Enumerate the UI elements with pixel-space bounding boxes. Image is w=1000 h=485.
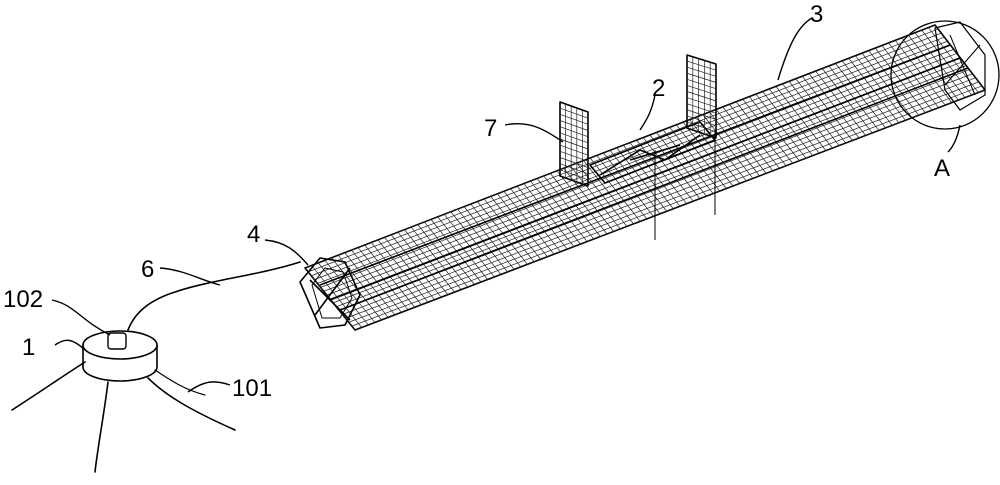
- leader-102: [51, 299, 111, 336]
- leader-6: [159, 267, 221, 286]
- callout-6: 6: [141, 256, 154, 283]
- callout-2: 2: [652, 75, 665, 102]
- callout-102: 102: [3, 286, 43, 313]
- anchor-leg: [11, 361, 86, 411]
- leader-7: [504, 123, 564, 143]
- leader-1: [54, 339, 86, 351]
- callout-labels: 1 102 101 6 4 7 2 3 A: [3, 1, 950, 402]
- callout-101: 101: [232, 375, 272, 402]
- tube-ridge-line: [339, 67, 969, 311]
- fin-left: [559, 101, 589, 187]
- ground-anchor: [11, 330, 236, 473]
- callout-A: A: [934, 155, 950, 182]
- end-cap: [299, 257, 361, 329]
- leader-lines: [51, 17, 961, 393]
- tube-ridge-line: [319, 44, 951, 286]
- fin-right: [686, 54, 717, 139]
- anchor-leg: [154, 369, 206, 396]
- callout-7: 7: [484, 115, 497, 142]
- leader-3: [777, 17, 813, 81]
- mesh-tube-assembly: [299, 20, 1000, 331]
- leader-A: [947, 124, 961, 153]
- middle-section: [589, 121, 716, 240]
- anchor-leg: [94, 381, 109, 473]
- callout-1: 1: [22, 334, 35, 361]
- tube-ridge-line: [329, 57, 961, 301]
- anchor-eyelet: [107, 332, 127, 350]
- leader-101: [187, 381, 231, 393]
- end-ring-detail: [934, 21, 986, 111]
- callout-4: 4: [247, 221, 260, 248]
- anchor-leg: [147, 377, 236, 431]
- leader-2: [639, 94, 656, 131]
- tether-cable: [127, 261, 301, 331]
- mesh-tube-body: [304, 24, 986, 331]
- leader-4: [264, 239, 309, 266]
- callout-3: 3: [810, 1, 823, 28]
- detail-circle: [890, 20, 1000, 130]
